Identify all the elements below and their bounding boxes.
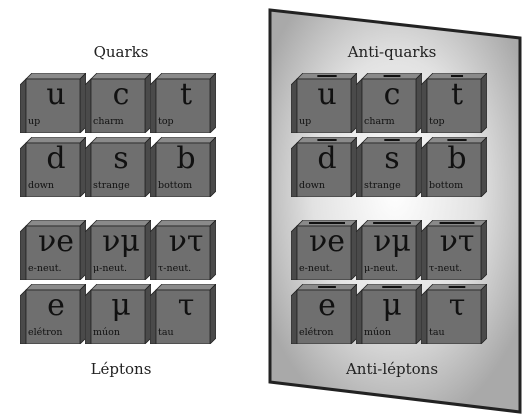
- anti-particle-cube-neut: ντ τ-neut.: [421, 220, 487, 280]
- anti-particle-cube-eltron: e elétron: [291, 284, 357, 344]
- anti-particle-cube-bottom: b bottom: [421, 137, 487, 197]
- particle-name: μ-neut.: [364, 263, 399, 274]
- particle-cube-neut: ντ τ-neut.: [150, 220, 216, 280]
- particle-symbol: e: [47, 288, 65, 323]
- particle-symbol: b: [447, 141, 467, 176]
- particle-cube-eltron: e elétron: [20, 284, 86, 344]
- particle-name: e-neut.: [28, 263, 62, 274]
- particle-cube-mon: μ múon: [85, 284, 151, 344]
- particle-cube-neut: νμ μ-neut.: [85, 220, 151, 280]
- particle-name: up: [299, 116, 312, 127]
- particle-symbol: d: [317, 141, 337, 176]
- particle-name: μ-neut.: [93, 263, 128, 274]
- particle-symbol: τ: [448, 288, 466, 323]
- particle-symbol: ντ: [439, 224, 475, 259]
- particle-cube-charm: c charm: [85, 73, 151, 133]
- anti-particle-cube-down: d down: [291, 137, 357, 197]
- particle-cube-strange: s strange: [85, 137, 151, 197]
- particle-symbol: νe: [38, 224, 74, 259]
- particle-name: strange: [364, 180, 401, 191]
- particle-cube-bottom: b bottom: [150, 137, 216, 197]
- quarks-title: Quarks: [93, 43, 149, 61]
- particle-name: múon: [364, 327, 391, 338]
- anti-particle-cube-strange: s strange: [356, 137, 422, 197]
- particle-symbol: νμ: [102, 224, 140, 259]
- particle-symbol: u: [46, 77, 66, 112]
- particle-name: bottom: [429, 180, 464, 191]
- particle-name: down: [299, 180, 326, 191]
- particle-name: top: [158, 116, 174, 127]
- particle-symbol: νμ: [373, 224, 411, 259]
- particle-symbol: νe: [309, 224, 345, 259]
- particle-name: charm: [364, 116, 395, 127]
- particle-name: top: [429, 116, 445, 127]
- particle-symbol: b: [176, 141, 196, 176]
- particle-name: bottom: [158, 180, 193, 191]
- particle-name: elétron: [299, 327, 334, 338]
- particle-name: down: [28, 180, 55, 191]
- particle-symbol: e: [318, 288, 336, 323]
- particle-symbol: d: [46, 141, 66, 176]
- particle-name: up: [28, 116, 41, 127]
- particle-symbol: ντ: [168, 224, 204, 259]
- leptons-title: Léptons: [90, 360, 152, 378]
- particle-symbol: s: [384, 141, 400, 176]
- particle-cube-eneut: νe e-neut.: [20, 220, 86, 280]
- anti-particle-cube-charm: c charm: [356, 73, 422, 133]
- particle-symbol: t: [179, 77, 193, 112]
- particle-cube-down: d down: [20, 137, 86, 197]
- antileptons-title: Anti-léptons: [345, 360, 439, 378]
- particle-symbol: τ: [177, 288, 195, 323]
- particle-name: τ-neut.: [158, 263, 192, 274]
- anti-particle-cube-eneut: νe e-neut.: [291, 220, 357, 280]
- antiquarks-title: Anti-quarks: [347, 43, 437, 61]
- particle-symbol: μ: [382, 288, 402, 323]
- particle-name: tau: [158, 327, 174, 338]
- particle-name: strange: [93, 180, 130, 191]
- particle-name: múon: [93, 327, 120, 338]
- particle-symbol: u: [317, 77, 337, 112]
- particle-name: charm: [93, 116, 124, 127]
- particle-symbol: s: [113, 141, 129, 176]
- particle-symbol: c: [112, 77, 130, 112]
- particle-name: elétron: [28, 327, 63, 338]
- anti-particle-cube-mon: μ múon: [356, 284, 422, 344]
- particle-symbol: t: [450, 77, 464, 112]
- anti-particle-cube-neut: νμ μ-neut.: [356, 220, 422, 280]
- particle-name: τ-neut.: [429, 263, 463, 274]
- particle-name: tau: [429, 327, 445, 338]
- particle-name: e-neut.: [299, 263, 333, 274]
- particle-symbol: c: [383, 77, 401, 112]
- particle-symbol: μ: [111, 288, 131, 323]
